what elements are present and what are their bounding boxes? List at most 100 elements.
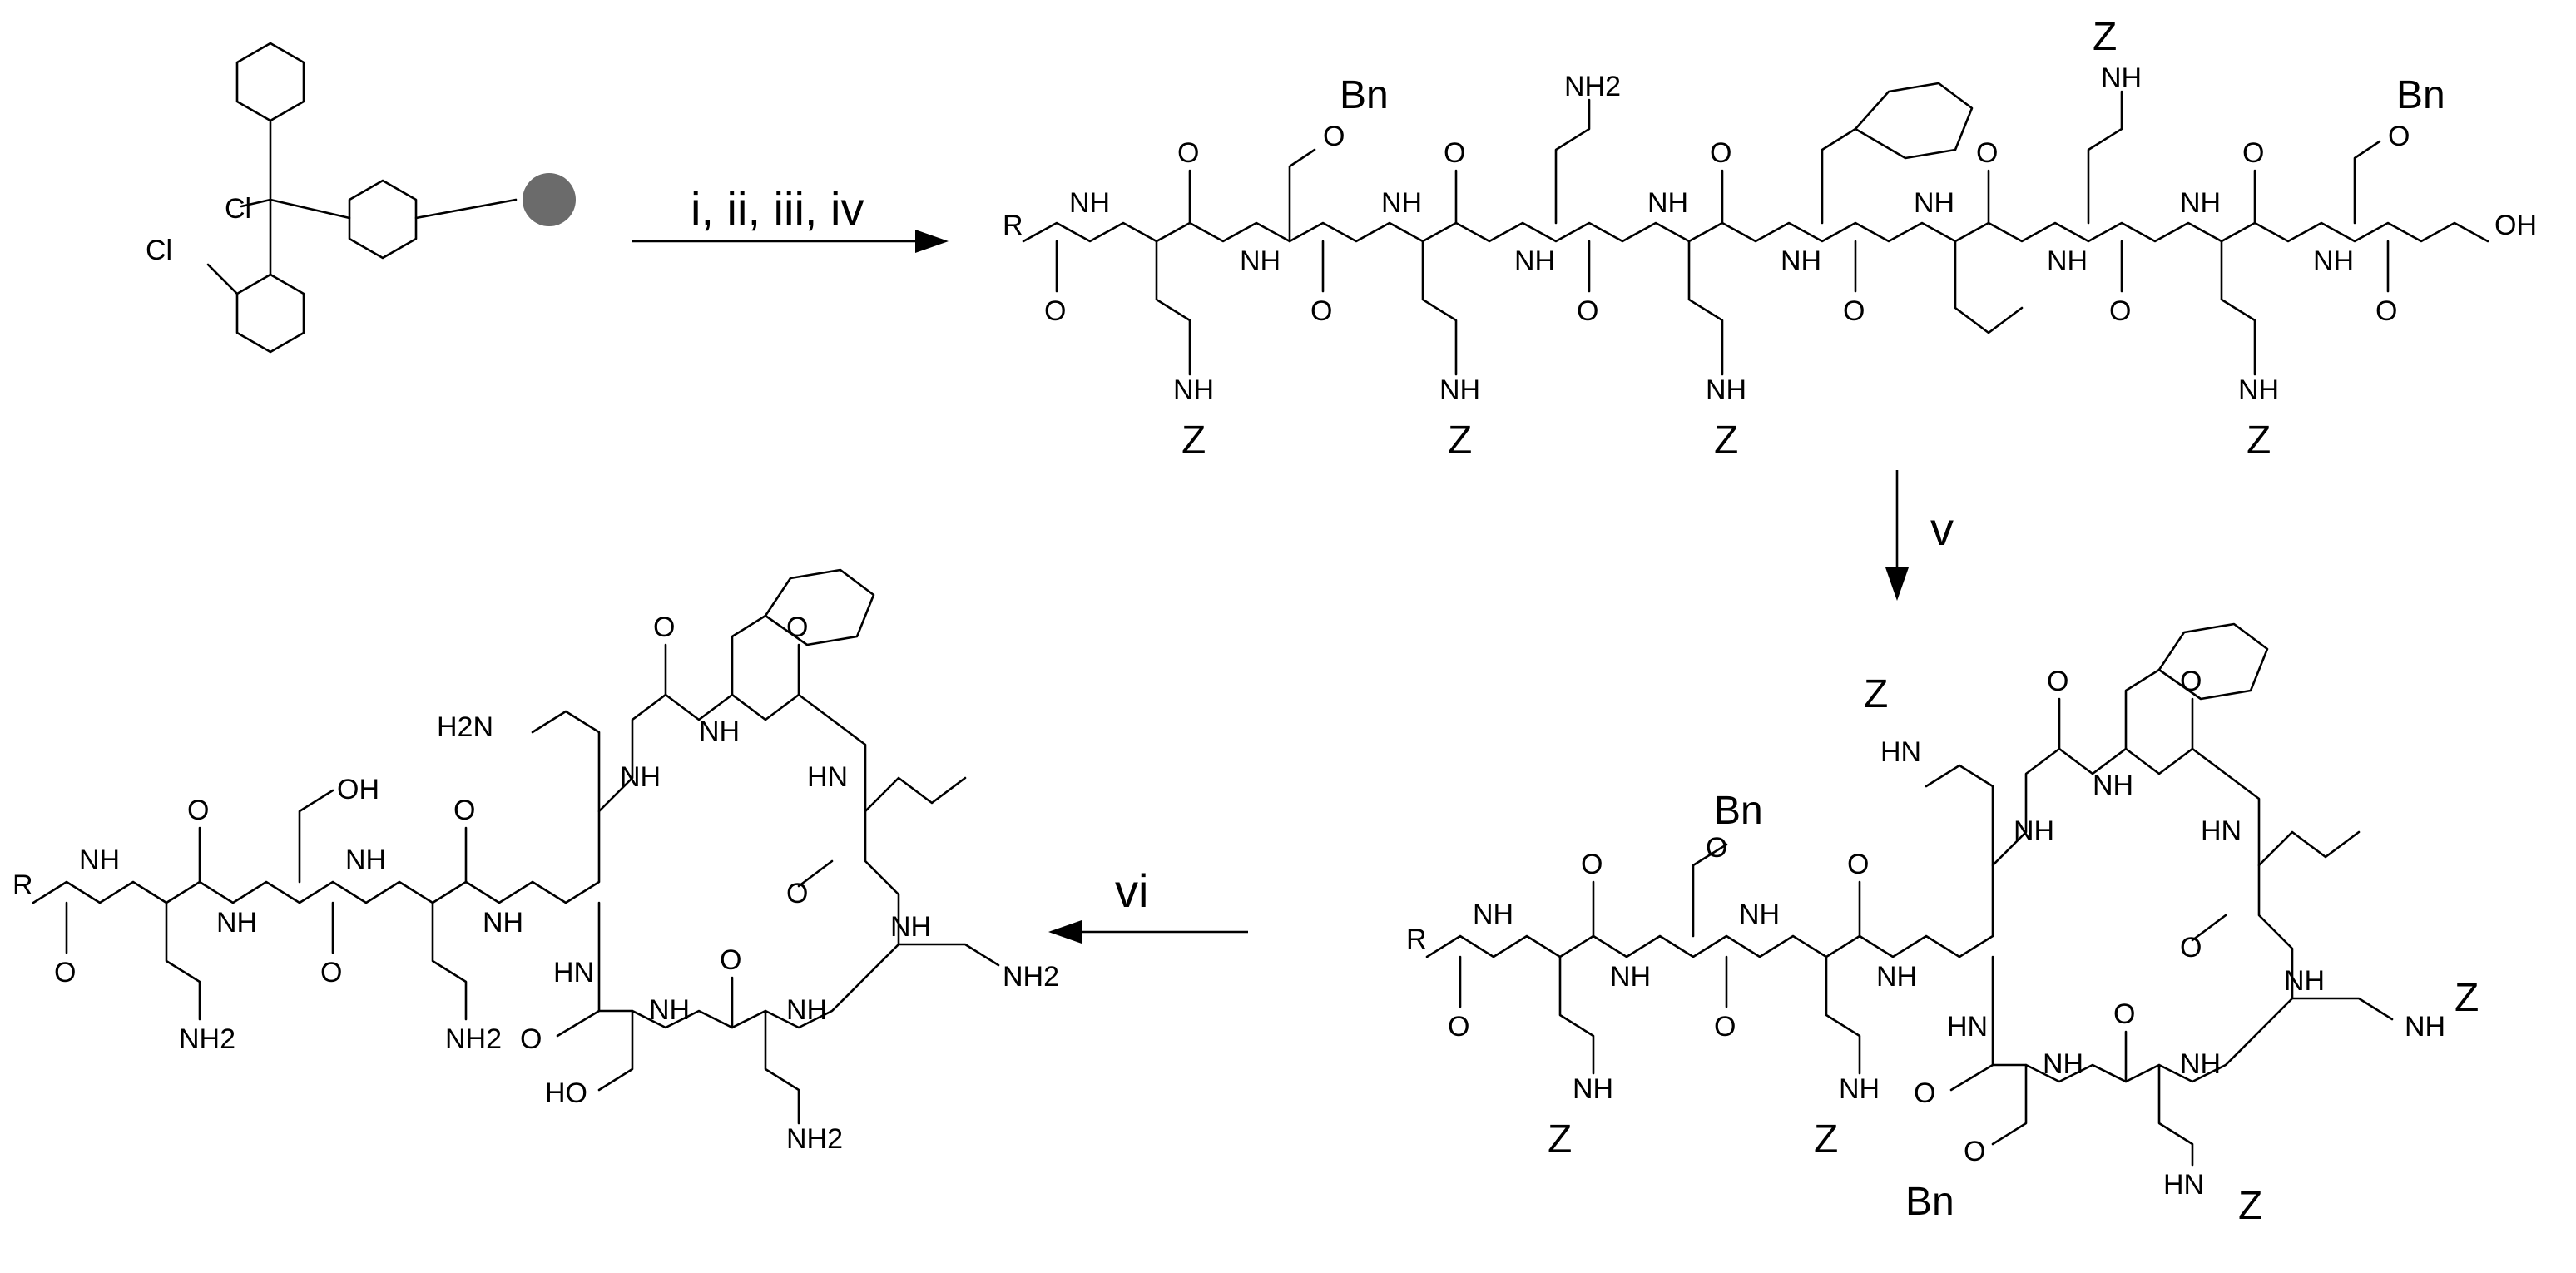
amine: NH <box>1647 187 1688 219</box>
resin-phenyl-right <box>348 179 418 260</box>
amine: NH <box>1914 187 1954 219</box>
cyclic-deprotected-peptide: R O NH O NH O NH O NH NH O NH O HN O NH … <box>12 568 1059 1155</box>
oxygen: O <box>2047 666 2068 697</box>
benzyl-group: Bn <box>2396 73 2445 117</box>
amine: NH <box>1069 187 1110 219</box>
ring-amine: HN <box>1880 736 1921 768</box>
amine: NH <box>1739 899 1780 930</box>
ring-amine: HN <box>1947 1011 1988 1043</box>
z-group: Z <box>1864 672 1888 716</box>
cl-atom: Cl <box>225 193 251 225</box>
oxygen: O <box>1310 295 1332 327</box>
amine: NH <box>1876 961 1917 993</box>
free-amine: NH2 <box>445 1023 502 1055</box>
amine: NH <box>2180 187 2221 219</box>
r-group: R <box>1406 924 1427 955</box>
resin-phenyl-top <box>235 42 305 122</box>
macrocycle-ring <box>564 693 900 1029</box>
amine: NH <box>2093 770 2133 801</box>
oxygen: O <box>1444 137 1465 169</box>
reaction-arrow-1: i, ii, iii, iv <box>632 182 949 253</box>
amine: NH <box>2405 1011 2445 1043</box>
reagent-label-2: v <box>1930 503 1954 555</box>
z-group: Z <box>2238 1184 2262 1228</box>
amine: NH <box>1781 245 1821 277</box>
linear-peptide: R O NH O NH O NH O NH O NH O NH O NH O N… <box>1003 15 2537 463</box>
amine: NH <box>2047 245 2088 277</box>
reaction-arrow-2: v <box>1885 470 1954 601</box>
ring-amine: HN <box>553 957 594 988</box>
amine: NH <box>890 911 931 943</box>
oxygen: O <box>1577 295 1598 327</box>
oxygen: O <box>2109 295 2131 327</box>
ring-amine: HN <box>2201 815 2242 847</box>
phenyl-ring <box>2157 622 2269 701</box>
z-group: Z <box>2455 976 2479 1020</box>
oxygen: O <box>1976 137 1998 169</box>
amine: NH <box>79 845 120 876</box>
peptide-backbone <box>1425 934 1961 958</box>
free-amine: NH2 <box>1564 71 1621 102</box>
free-amine: NH2 <box>1003 961 1059 993</box>
oxygen: O <box>520 1023 542 1055</box>
hydroxyl: OH <box>337 774 379 805</box>
oxygen: O <box>2180 666 2202 697</box>
amine: NH <box>1706 374 1746 406</box>
oxygen: O <box>2375 295 2397 327</box>
z-group: Z <box>1448 419 1472 463</box>
benzyl-group: Bn <box>1905 1180 1954 1224</box>
z-group: Z <box>1714 419 1738 463</box>
oxygen: O <box>1448 1011 1469 1043</box>
amine: NH <box>2043 1048 2083 1080</box>
resin-bond <box>269 198 351 220</box>
oxygen: O <box>2388 121 2410 152</box>
amine: NH <box>1514 245 1555 277</box>
peptide-backbone <box>32 880 567 904</box>
amine: NH <box>1839 1073 1880 1105</box>
hydroxyl-left: HO <box>545 1077 587 1109</box>
resin-bond <box>414 198 518 220</box>
phenyl-ring <box>1854 82 1974 160</box>
free-amine: NH2 <box>786 1123 843 1155</box>
z-group: Z <box>2093 15 2117 59</box>
reagent-label-1: i, ii, iii, iv <box>691 182 864 235</box>
oxygen: O <box>1044 295 1066 327</box>
phenyl-ring <box>764 568 875 646</box>
amine: NH <box>216 907 257 939</box>
resin-bead <box>523 173 576 226</box>
benzyl-group: Bn <box>1714 789 1763 833</box>
ring-amine: HN <box>2163 1169 2204 1201</box>
peptide-backbone <box>1022 221 2489 243</box>
oxygen: O <box>320 957 342 988</box>
oxygen: O <box>2242 137 2264 169</box>
oxygen: O <box>1714 1011 1736 1043</box>
amine: NH <box>699 716 740 747</box>
amine: NH <box>1439 374 1480 406</box>
oxygen: O <box>1847 849 1869 880</box>
z-group: Z <box>1181 419 1206 463</box>
amine: NH <box>2180 1048 2221 1080</box>
oxygen: O <box>786 612 808 643</box>
oxygen: O <box>2180 932 2202 963</box>
amine: NH <box>1473 899 1513 930</box>
z-group: Z <box>1548 1117 1572 1162</box>
terminal-acid: OH <box>2494 210 2537 241</box>
oxygen: O <box>187 795 209 826</box>
amine: NH <box>1173 374 1214 406</box>
oxygen: O <box>1581 849 1603 880</box>
r-group: R <box>12 869 33 901</box>
amine: NH <box>2313 245 2354 277</box>
amine: NH <box>2284 965 2325 997</box>
oxygen: O <box>1706 832 1727 864</box>
amine: NH <box>1240 245 1281 277</box>
oxygen: O <box>653 612 675 643</box>
amine: NH <box>620 761 661 793</box>
amine: NH <box>2238 374 2279 406</box>
amine: NH <box>483 907 523 939</box>
oxygen: O <box>1964 1136 1985 1167</box>
amine: NH <box>649 994 690 1026</box>
amine: NH <box>1573 1073 1613 1105</box>
resin-bond <box>240 198 272 208</box>
amine: NH <box>786 994 827 1026</box>
